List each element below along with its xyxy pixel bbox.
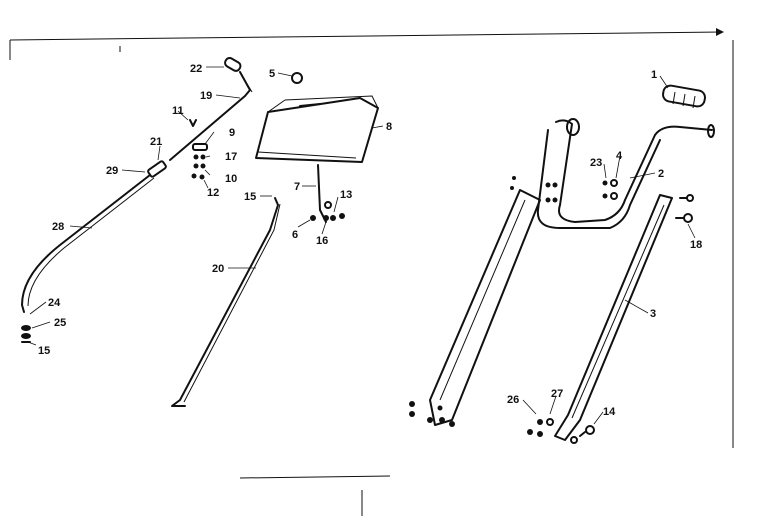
callout-15-top: 15 <box>244 191 256 203</box>
part-17-10-12-hardware <box>191 143 208 180</box>
callout-20: 20 <box>212 263 224 275</box>
callout-25: 25 <box>54 317 66 329</box>
callout-22: 22 <box>190 63 202 75</box>
callout-28: 28 <box>52 221 64 233</box>
callout-17: 17 <box>225 151 237 163</box>
callout-11: 11 <box>172 105 184 117</box>
callout-6: 6 <box>292 229 298 241</box>
part-left-handle-tube <box>429 189 541 426</box>
callout-2: 2 <box>658 168 664 180</box>
part-2-upper-handle <box>536 118 715 229</box>
callout-1: 1 <box>651 69 657 81</box>
leader-lines <box>27 66 696 425</box>
frame-border <box>9 28 734 516</box>
callout-5: 5 <box>269 68 275 80</box>
part-22-knob <box>224 56 242 72</box>
callout-3: 3 <box>650 308 656 320</box>
part-6-13-16-hardware <box>310 201 345 221</box>
part-1-handle-grip <box>662 84 706 109</box>
callout-18: 18 <box>690 239 702 251</box>
callout-27: 27 <box>551 388 563 400</box>
callout-12: 12 <box>207 187 219 199</box>
part-11-spring <box>189 119 197 127</box>
callout-10: 10 <box>225 173 237 185</box>
part-19-control-rod <box>169 71 253 161</box>
callout-15-bottom: 15 <box>38 345 50 357</box>
callout-23: 23 <box>590 157 602 169</box>
part-20-rod <box>171 197 281 407</box>
callout-21: 21 <box>150 136 162 148</box>
part-24-25-cable-end <box>21 325 31 343</box>
callout-19: 19 <box>200 90 212 102</box>
callout-7: 7 <box>294 181 300 193</box>
callout-26: 26 <box>507 394 519 406</box>
callout-13: 13 <box>340 189 352 201</box>
part-8-control-panel <box>255 95 379 163</box>
right-hardware <box>409 176 694 444</box>
callout-29: 29 <box>106 165 118 177</box>
callout-8: 8 <box>386 121 392 133</box>
callout-16: 16 <box>316 235 328 247</box>
part-28-cable <box>21 174 155 313</box>
callout-14: 14 <box>603 406 616 418</box>
part-3-lower-handle <box>554 194 673 441</box>
part-5-knob <box>291 72 303 84</box>
callout-24: 24 <box>48 297 61 309</box>
part-7-lever <box>317 164 327 223</box>
callout-4: 4 <box>616 150 623 162</box>
callout-9: 9 <box>229 127 235 139</box>
callout-labels: 1 2 3 4 5 6 7 8 9 10 11 12 13 14 15 15 1… <box>38 63 702 418</box>
